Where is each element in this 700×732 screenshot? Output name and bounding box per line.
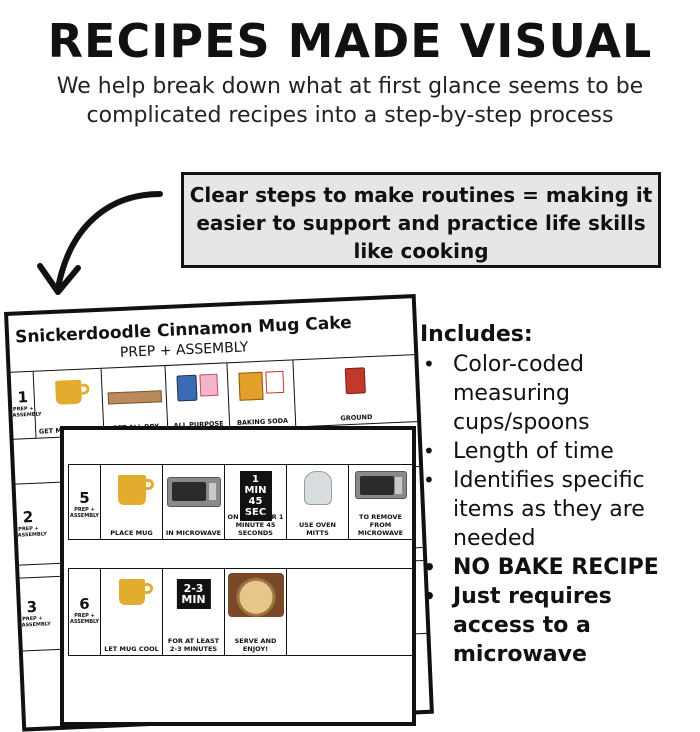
- timer-label: 1 MIN 45 SEC: [239, 471, 272, 521]
- flour-icon: [175, 373, 218, 402]
- oven-mitt-icon: [303, 471, 332, 505]
- step-tag: PREP + ASSEMBLY: [12, 405, 42, 419]
- step-cell: IN MICROWAVE: [162, 465, 224, 539]
- step-label: TO REMOVE FROM MICROWAVE: [357, 513, 404, 537]
- page-subtitle: We help break down what at first glance …: [56, 74, 644, 128]
- step-label: USE OVEN MITTS: [299, 521, 336, 537]
- step-cell: USE OVEN MITTS: [286, 465, 348, 539]
- step-tag: PREP + ASSEMBLY: [21, 615, 51, 629]
- step-label: FOR AT LEAST 2-3 MINUTES: [167, 637, 220, 653]
- mug-cake-icon: [227, 573, 284, 617]
- mug-cooling-icon: [118, 579, 153, 605]
- step-label: IN MICROWAVE: [165, 529, 222, 537]
- baking-soda-icon: [237, 370, 284, 401]
- microwave-icon: [354, 471, 407, 499]
- includes-heading: Includes:: [420, 322, 533, 347]
- worksheet-front: 5 PREP + ASSEMBLY PLACE MUG IN MICROWAVE…: [60, 426, 416, 726]
- list-item: Just requires access to a microwave: [420, 582, 690, 669]
- step-number-cell: 5 PREP + ASSEMBLY: [68, 465, 100, 539]
- table-row: 6 PREP + ASSEMBLY LET MUG COOL 2-3 MIN F…: [68, 568, 412, 656]
- step-cell: GET ALL DRY: [100, 366, 168, 435]
- microwave-icon: [166, 477, 221, 507]
- step-number: 2: [22, 507, 34, 527]
- step-number-cell: 2 PREP + ASSEMBLY: [16, 484, 47, 565]
- timer-label: 2-3 MIN: [176, 579, 211, 609]
- step-number-cell: 1 PREP + ASSEMBLY: [11, 372, 42, 439]
- step-cell: PLACE MUG: [100, 465, 162, 539]
- cutting-board-icon: [107, 376, 162, 405]
- callout-box: Clear steps to make routines = making it…: [181, 172, 661, 268]
- step-number-cell: 6 PREP + ASSEMBLY: [68, 569, 100, 655]
- list-item: NO BAKE RECIPE: [420, 553, 690, 582]
- table-row: 5 PREP + ASSEMBLY PLACE MUG IN MICROWAVE…: [68, 464, 412, 540]
- step-label: GROUND: [340, 413, 373, 423]
- step-tag: PREP + ASSEMBLY: [69, 613, 100, 625]
- step-label: SERVE AND ENJOY!: [234, 637, 277, 653]
- mug-icon: [54, 379, 82, 405]
- step-number: 3: [26, 597, 38, 617]
- spice-jar-icon: [344, 367, 366, 395]
- step-cell: 2-3 MIN FOR AT LEAST 2-3 MINUTES: [162, 569, 224, 655]
- step-number: 5: [79, 489, 90, 507]
- step-tag: PREP + ASSEMBLY: [17, 525, 47, 539]
- step-cell: TO REMOVE FROM MICROWAVE: [348, 465, 412, 539]
- step-label: LET MUG COOL: [104, 645, 159, 653]
- step-number-cell: 3 PREP + ASSEMBLY: [20, 578, 51, 651]
- step-tag: PREP + ASSEMBLY: [69, 507, 100, 519]
- curved-arrow-icon: [37, 191, 163, 295]
- step-label: ON HIGH FOR 1 MINUTE 45 SECONDS: [227, 513, 284, 537]
- step-label: PLACE MUG: [110, 529, 153, 537]
- empty-cell: [286, 569, 412, 655]
- step-cell: GROUND: [292, 355, 418, 427]
- mug-icon: [117, 475, 154, 505]
- step-cell: BAKING SODA: [226, 360, 296, 430]
- includes-panel: Includes: Color-coded measuring cups/spo…: [420, 322, 690, 669]
- list-item: Length of time: [420, 437, 690, 466]
- step-cell: LET MUG COOL: [100, 569, 162, 655]
- step-cell: SERVE AND ENJOY!: [224, 569, 286, 655]
- page-title: RECIPES MADE VISUAL: [47, 14, 653, 68]
- step-number: 6: [79, 595, 90, 613]
- list-item: Color-coded measuring cups/spoons: [420, 350, 690, 437]
- list-item: Identifies specific items as they are ne…: [420, 466, 690, 553]
- step-cell: 1 MIN 45 SEC ON HIGH FOR 1 MINUTE 45 SEC…: [224, 465, 286, 539]
- step-cell: ALL PURPOSE: [164, 363, 230, 432]
- callout-text: Clear steps to make routines = making it…: [189, 183, 653, 263]
- includes-list: Color-coded measuring cups/spoons Length…: [420, 350, 690, 669]
- step-number: 1: [17, 388, 29, 407]
- worksheet-subtitle: PREP + ASSEMBLY: [119, 339, 249, 361]
